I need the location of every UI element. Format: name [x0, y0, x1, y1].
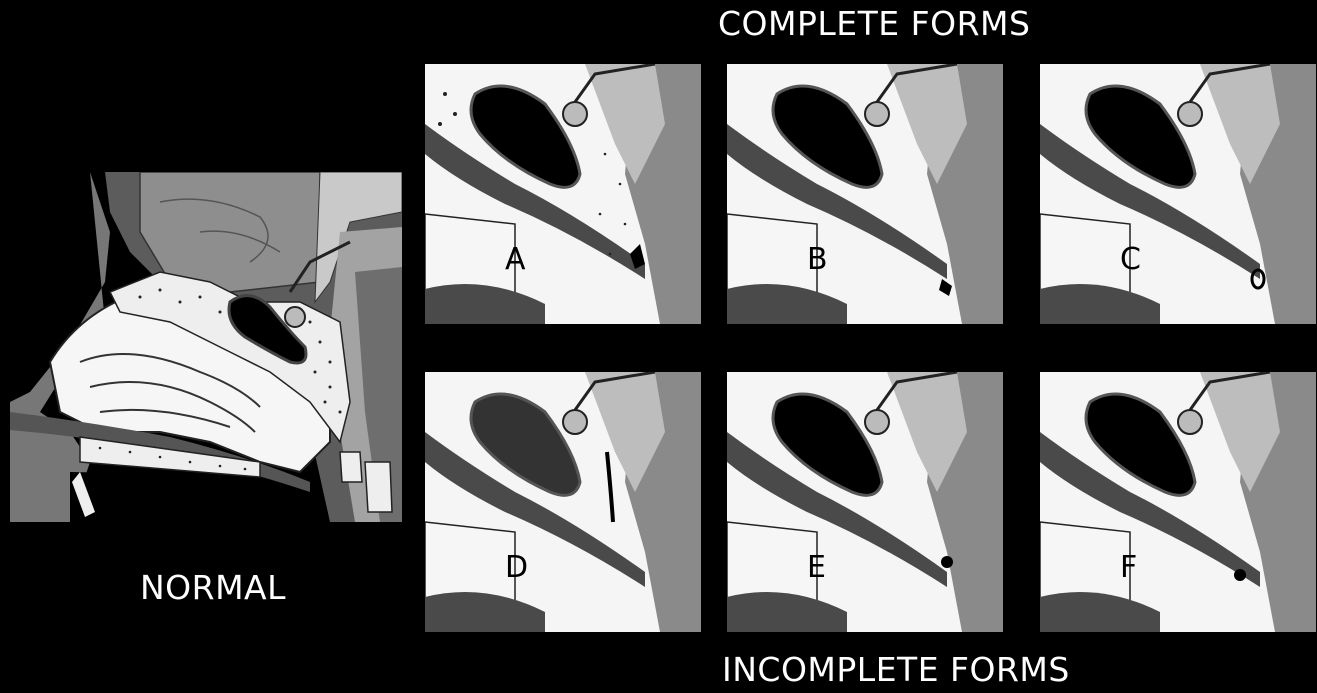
panel-a: A: [425, 64, 701, 324]
normal-label: NORMAL: [140, 568, 286, 607]
panel-e: E: [727, 372, 1003, 632]
incomplete-forms-heading: INCOMPLETE FORMS: [722, 650, 1070, 689]
normal-diagram: [10, 172, 402, 522]
panel-d-label: D: [505, 550, 528, 585]
panel-e-label: E: [807, 550, 826, 585]
complete-forms-heading: COMPLETE FORMS: [718, 4, 1030, 43]
panel-b-label: B: [807, 242, 828, 277]
panel-a-label: A: [505, 242, 526, 277]
panel-f: F: [1040, 372, 1316, 632]
panel-b: B: [727, 64, 1003, 324]
panel-c-label: C: [1120, 242, 1141, 277]
panel-c: C: [1040, 64, 1316, 324]
panel-f-label: F: [1120, 550, 1137, 585]
panel-d: D: [425, 372, 701, 632]
